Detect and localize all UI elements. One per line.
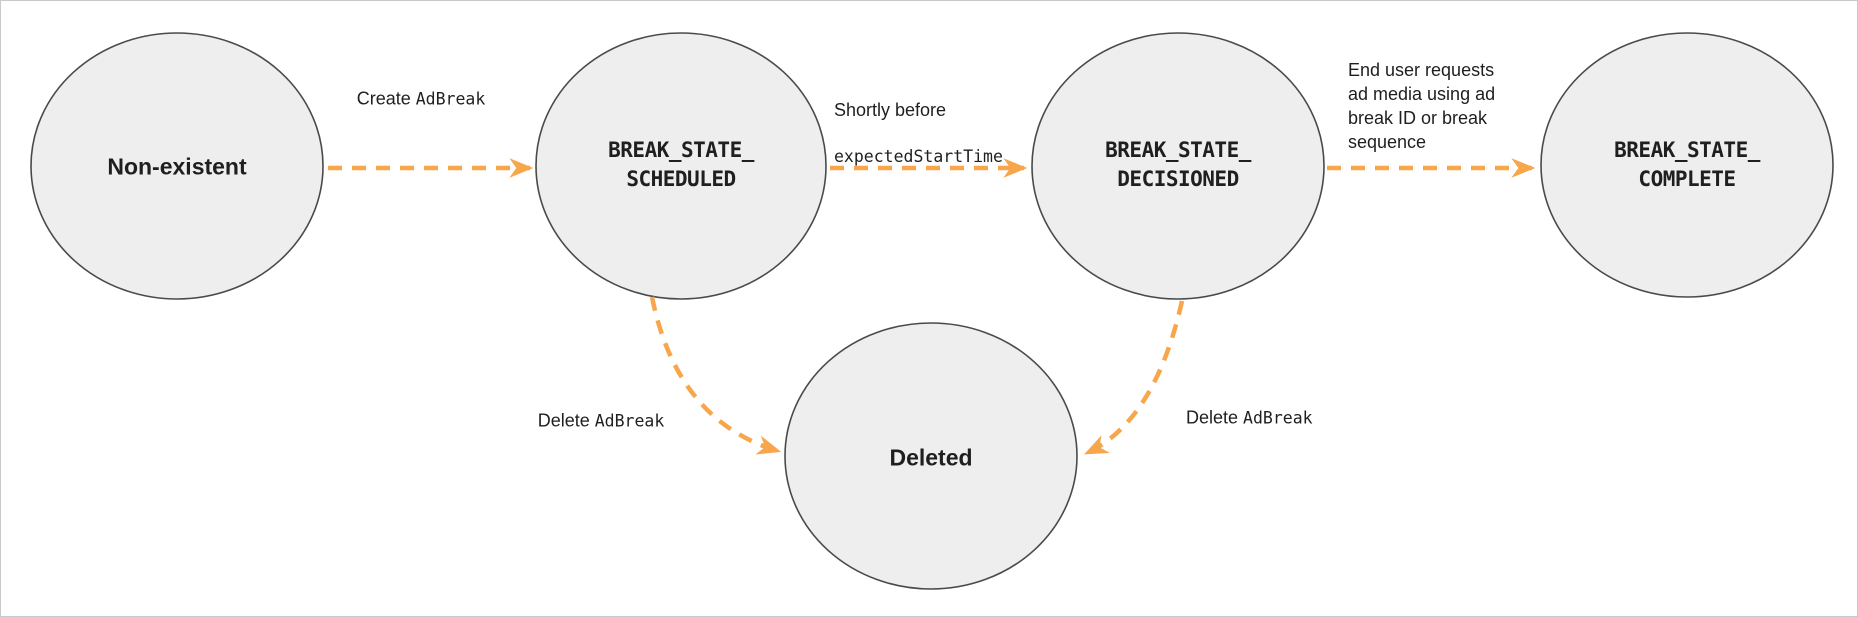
edge-label-code: AdBreak	[415, 89, 486, 109]
state-node-deleted	[784, 322, 1078, 590]
edge-label-code: AdBreak	[1243, 408, 1313, 428]
state-node-non-existent	[30, 32, 324, 300]
edge-label-shortly-before: Shortly before expectedStartTime	[834, 76, 1003, 191]
node-label-non-existent: Non-existent	[107, 153, 247, 180]
edge-label-delete-adbreak-right: Delete AdBreak	[1186, 406, 1313, 431]
edge-label-text: Create	[356, 88, 411, 109]
state-node-break-state-decisioned	[1031, 32, 1325, 300]
edge-label-end-user-requests: End user requests ad media using ad brea…	[1348, 60, 1496, 152]
edge-label-code: AdBreak	[594, 411, 665, 431]
edge-label-text: Delete	[537, 410, 590, 431]
arrow-decisioned-to-deleted	[1084, 300, 1185, 456]
node-label-break-state-complete: BREAK_STATE_ COMPLETE	[1614, 138, 1760, 191]
edge-label-delete-adbreak-left: Delete AdBreak	[538, 409, 665, 434]
edge-label-create-adbreak: Create AdBreak	[357, 87, 486, 112]
node-label-break-state-decisioned: BREAK_STATE_ DECISIONED	[1105, 138, 1251, 191]
edge-label-text: Shortly before	[834, 100, 947, 120]
arrow-scheduled-to-deleted	[649, 296, 782, 455]
edge-label-text: Delete	[1186, 407, 1239, 428]
node-label-break-state-scheduled: BREAK_STATE_ SCHEDULED	[608, 138, 754, 191]
state-node-break-state-complete	[1540, 32, 1834, 298]
edge-label-code: expectedStartTime	[834, 147, 1003, 166]
state-node-break-state-scheduled	[535, 32, 827, 300]
node-label-deleted: Deleted	[889, 444, 973, 471]
